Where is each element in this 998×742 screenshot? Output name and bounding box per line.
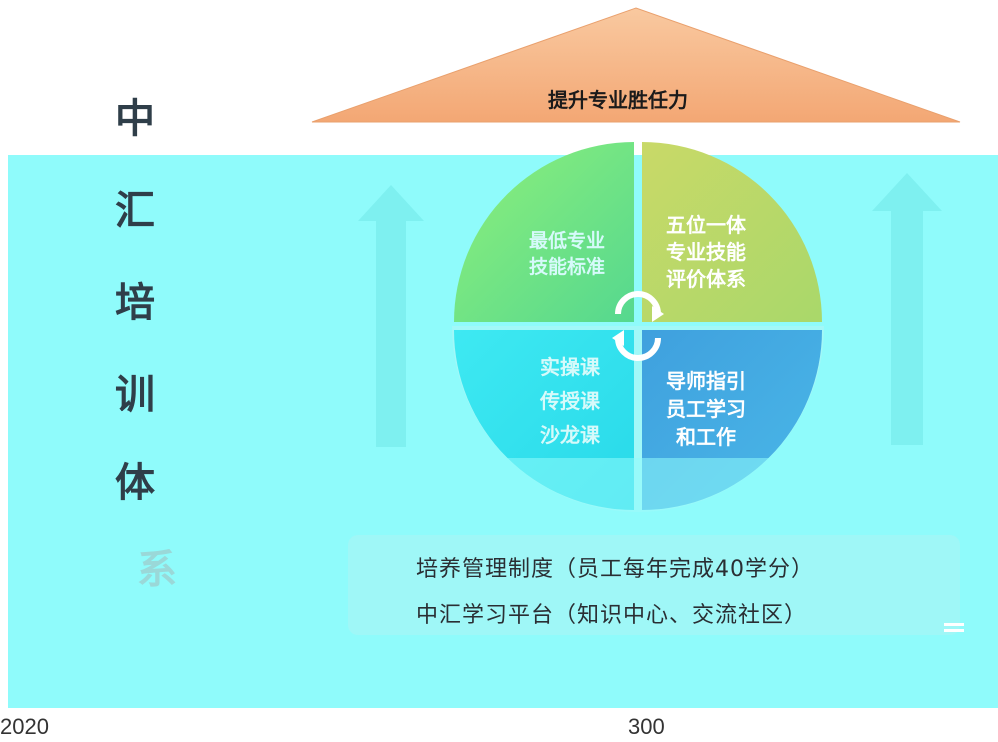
cycle-arrows-icon	[612, 291, 664, 361]
left-up-arrow-icon	[358, 185, 424, 451]
wedge-label-top-left: 最低专业 技能标准	[528, 230, 605, 278]
menu-icon[interactable]	[944, 623, 964, 637]
vertical-title-char-4: 训	[115, 372, 155, 418]
skill-pie-diagram	[448, 136, 828, 520]
vertical-title-char-3: 培	[115, 280, 155, 326]
footer-center-text: 300	[628, 714, 665, 739]
roof-title: 提升专业胜任力	[548, 88, 688, 112]
right-up-arrow-icon	[872, 173, 942, 449]
wedge-top-left	[454, 142, 634, 322]
foundation-line-1: 培养管理制度（员工每年完成40学分）	[416, 557, 814, 582]
pie-lower-overlay	[448, 458, 828, 518]
vertical-title-char-6: 系	[137, 547, 177, 593]
wedge-label-top-right: 五位一体 专业技能 评价体系	[666, 213, 746, 291]
wedge-label-bottom-right: 导师指引 员工学习 和工作	[666, 369, 746, 449]
foundation-box	[348, 535, 960, 635]
vertical-title-char-5: 体	[115, 460, 155, 506]
roof-shape	[311, 7, 961, 123]
foundation-line-2: 中汇学习平台（知识中心、交流社区）	[416, 603, 808, 628]
vertical-title-char-2: 汇	[115, 188, 155, 234]
wedge-top-right	[642, 142, 822, 322]
roof-triangle	[0, 0, 998, 140]
footer-left-text: 2020	[0, 714, 49, 739]
vertical-title-char-1: 中	[115, 96, 155, 142]
wedge-label-bottom-left: 实操课 传授课 沙龙课	[540, 355, 600, 447]
